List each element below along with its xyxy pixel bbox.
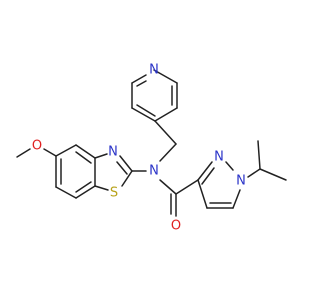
- bond: [55, 186, 77, 199]
- bond: [119, 155, 133, 172]
- chemical-structure-diagram: N N N S O O N N: [16, 62, 287, 234]
- bond: [259, 168, 287, 181]
- pyrazole-n2-label: N: [214, 150, 224, 165]
- atom-labels: N N N S O O N N: [32, 63, 246, 234]
- bond: [131, 107, 156, 122]
- thiazole-sulfur-label: S: [110, 186, 118, 201]
- thiazole-nitrogen-label: N: [108, 145, 118, 160]
- bond: [94, 185, 109, 191]
- bond: [247, 168, 261, 178]
- bond: [154, 107, 178, 122]
- bond: [136, 104, 156, 117]
- bond: [154, 120, 177, 145]
- bond: [43, 148, 57, 157]
- bond: [159, 143, 177, 162]
- bond: [197, 161, 213, 181]
- bond: [232, 189, 241, 209]
- bond: [136, 80, 147, 87]
- bond: [257, 140, 261, 170]
- bond: [55, 144, 77, 157]
- bond: [175, 179, 199, 195]
- bond: [121, 170, 133, 187]
- methoxy-oxygen-label: O: [32, 139, 42, 154]
- bond: [153, 69, 178, 84]
- carbonyl-oxygen-label: O: [171, 219, 181, 234]
- bond: [75, 185, 96, 199]
- pyridine-nitrogen-label: N: [149, 63, 159, 78]
- amide-nitrogen-label: N: [149, 164, 159, 179]
- bond: [75, 144, 96, 159]
- pyrazole-n1-label: N: [236, 174, 246, 189]
- bond: [116, 161, 128, 175]
- bond: [197, 179, 208, 209]
- bond: [75, 181, 92, 193]
- bond: [94, 153, 108, 159]
- bond: [201, 167, 215, 185]
- bond: [16, 148, 31, 158]
- bond: [159, 179, 177, 195]
- bond-lines: [16, 69, 287, 217]
- bond: [225, 161, 234, 171]
- bond: [75, 151, 92, 164]
- bond: [131, 74, 147, 84]
